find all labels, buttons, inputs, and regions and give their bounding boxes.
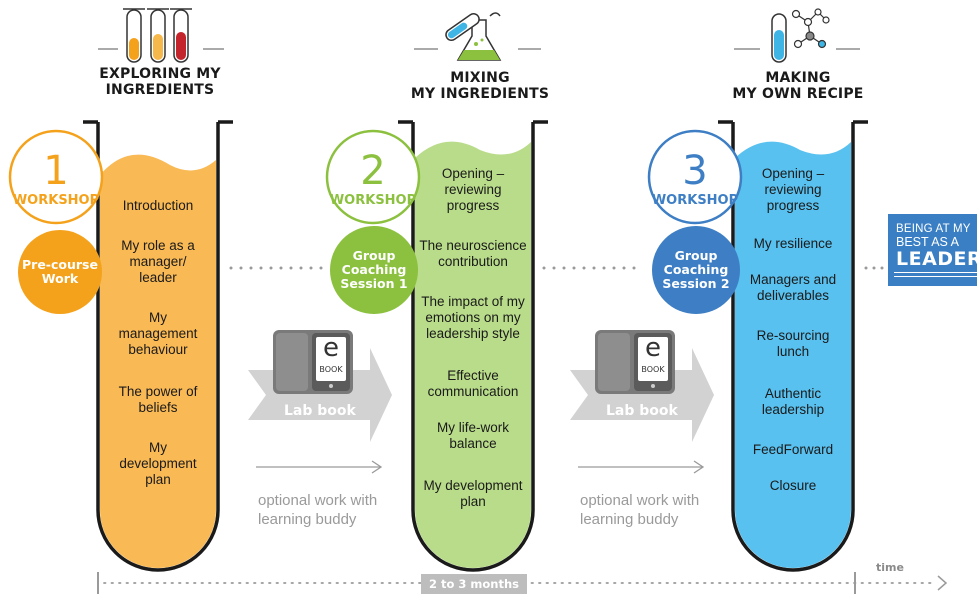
result-line-3: LEADER bbox=[896, 248, 977, 270]
stage-2-title: MIXING MY INGREDIENTS bbox=[380, 70, 580, 102]
tube-2-item: The impact of my emotions on my leadersh… bbox=[421, 294, 525, 341]
tube-2-item: The neuroscience contribution bbox=[419, 238, 527, 269]
connector-2-3 bbox=[542, 266, 636, 270]
result-box: BEING AT MY BEST AS A LEADER bbox=[888, 214, 977, 286]
connector-1-2 bbox=[229, 266, 323, 270]
workshop-3-number: 3 bbox=[682, 148, 708, 194]
workshop-1-badge: Pre-course Work bbox=[18, 230, 102, 314]
tube-3-item: Closure bbox=[769, 478, 817, 493]
tube-2-item: Opening – reviewing progress bbox=[441, 166, 505, 213]
tube-3-item: Authentic leadership bbox=[761, 386, 825, 417]
workshop-2-label: WORKSHOP bbox=[329, 193, 417, 208]
workshop-3-ring bbox=[647, 129, 743, 225]
ebook-label: BOOK bbox=[319, 365, 343, 374]
ebook-e-glyph: e bbox=[645, 333, 661, 363]
workshop-3-label: WORKSHOP bbox=[651, 193, 739, 208]
stage-1-title: EXPLORING MY INGREDIENTS bbox=[60, 66, 260, 98]
molecule-icon bbox=[771, 8, 830, 63]
result-line-2: BEST AS A bbox=[896, 235, 960, 249]
workshop-1-number: 1 bbox=[43, 148, 69, 194]
dotted-connectors bbox=[229, 266, 884, 270]
flask-icon bbox=[445, 12, 502, 61]
optional-work-text-1: optional work with learning buddy bbox=[258, 492, 378, 528]
workshop-2-ring bbox=[325, 129, 421, 225]
workshop-1-ring bbox=[8, 129, 104, 225]
tube-1 bbox=[83, 120, 233, 572]
result-line-1: BEING AT MY bbox=[896, 223, 971, 235]
lab-book-label-2: Lab book bbox=[606, 403, 678, 419]
stage-title-line: MAKING bbox=[765, 70, 831, 86]
tube-3-item: Managers and deliverables bbox=[749, 272, 837, 303]
timeline bbox=[97, 572, 948, 594]
tube-2-item: My life-work balance bbox=[436, 420, 509, 451]
test-tubes-icon bbox=[123, 8, 192, 63]
tube-1-item: Introduction bbox=[122, 198, 194, 213]
tube-2-item: Effective communication bbox=[427, 368, 519, 399]
duration-pill: 2 to 3 months bbox=[421, 574, 528, 594]
optional-arrow-2 bbox=[578, 460, 705, 474]
workshop-2-badge: Group Coaching Session 1 bbox=[330, 226, 418, 314]
tube-3-item: My resilience bbox=[753, 236, 833, 251]
ebook-icon bbox=[595, 330, 675, 394]
ebook-icon bbox=[273, 330, 353, 394]
connector-3-result bbox=[864, 266, 884, 270]
result-rule bbox=[894, 272, 977, 273]
tube-2-item: My development plan bbox=[423, 478, 523, 509]
tube-1-item: My role as a manager/ leader bbox=[121, 238, 195, 285]
stage-title-line: EXPLORING MY bbox=[99, 66, 221, 82]
optional-arrow-1 bbox=[256, 460, 383, 474]
tube-1-item: The power of beliefs bbox=[118, 384, 198, 415]
workshop-1-label: WORKSHOP bbox=[12, 193, 100, 208]
stage-title-line: MY INGREDIENTS bbox=[410, 86, 550, 102]
optional-work-text-2: optional work with learning buddy bbox=[580, 492, 700, 528]
ebook-e-glyph: e bbox=[323, 333, 339, 363]
result-rule bbox=[894, 276, 977, 277]
ebook-label: BOOK bbox=[641, 365, 665, 374]
stage-title-line: INGREDIENTS bbox=[105, 82, 215, 98]
stage-3-title: MAKING MY OWN RECIPE bbox=[698, 70, 898, 102]
stage-title-line: MIXING bbox=[450, 70, 510, 86]
tube-3 bbox=[718, 120, 868, 572]
tube-3-item: Opening – reviewing progress bbox=[761, 166, 825, 213]
tube-3-item: FeedForward bbox=[752, 442, 834, 457]
tube-2 bbox=[398, 120, 548, 572]
lab-book-label-1: Lab book bbox=[284, 403, 356, 419]
tube-1-item: My development plan bbox=[119, 440, 197, 487]
workshop-2-number: 2 bbox=[360, 148, 386, 194]
stage-title-line: MY OWN RECIPE bbox=[732, 86, 864, 102]
tube-3-item: Re-sourcing lunch bbox=[756, 328, 830, 359]
tube-1-item: My management behaviour bbox=[118, 310, 198, 357]
workshop-3-badge: Group Coaching Session 2 bbox=[652, 226, 740, 314]
time-axis-label: time bbox=[876, 561, 904, 574]
